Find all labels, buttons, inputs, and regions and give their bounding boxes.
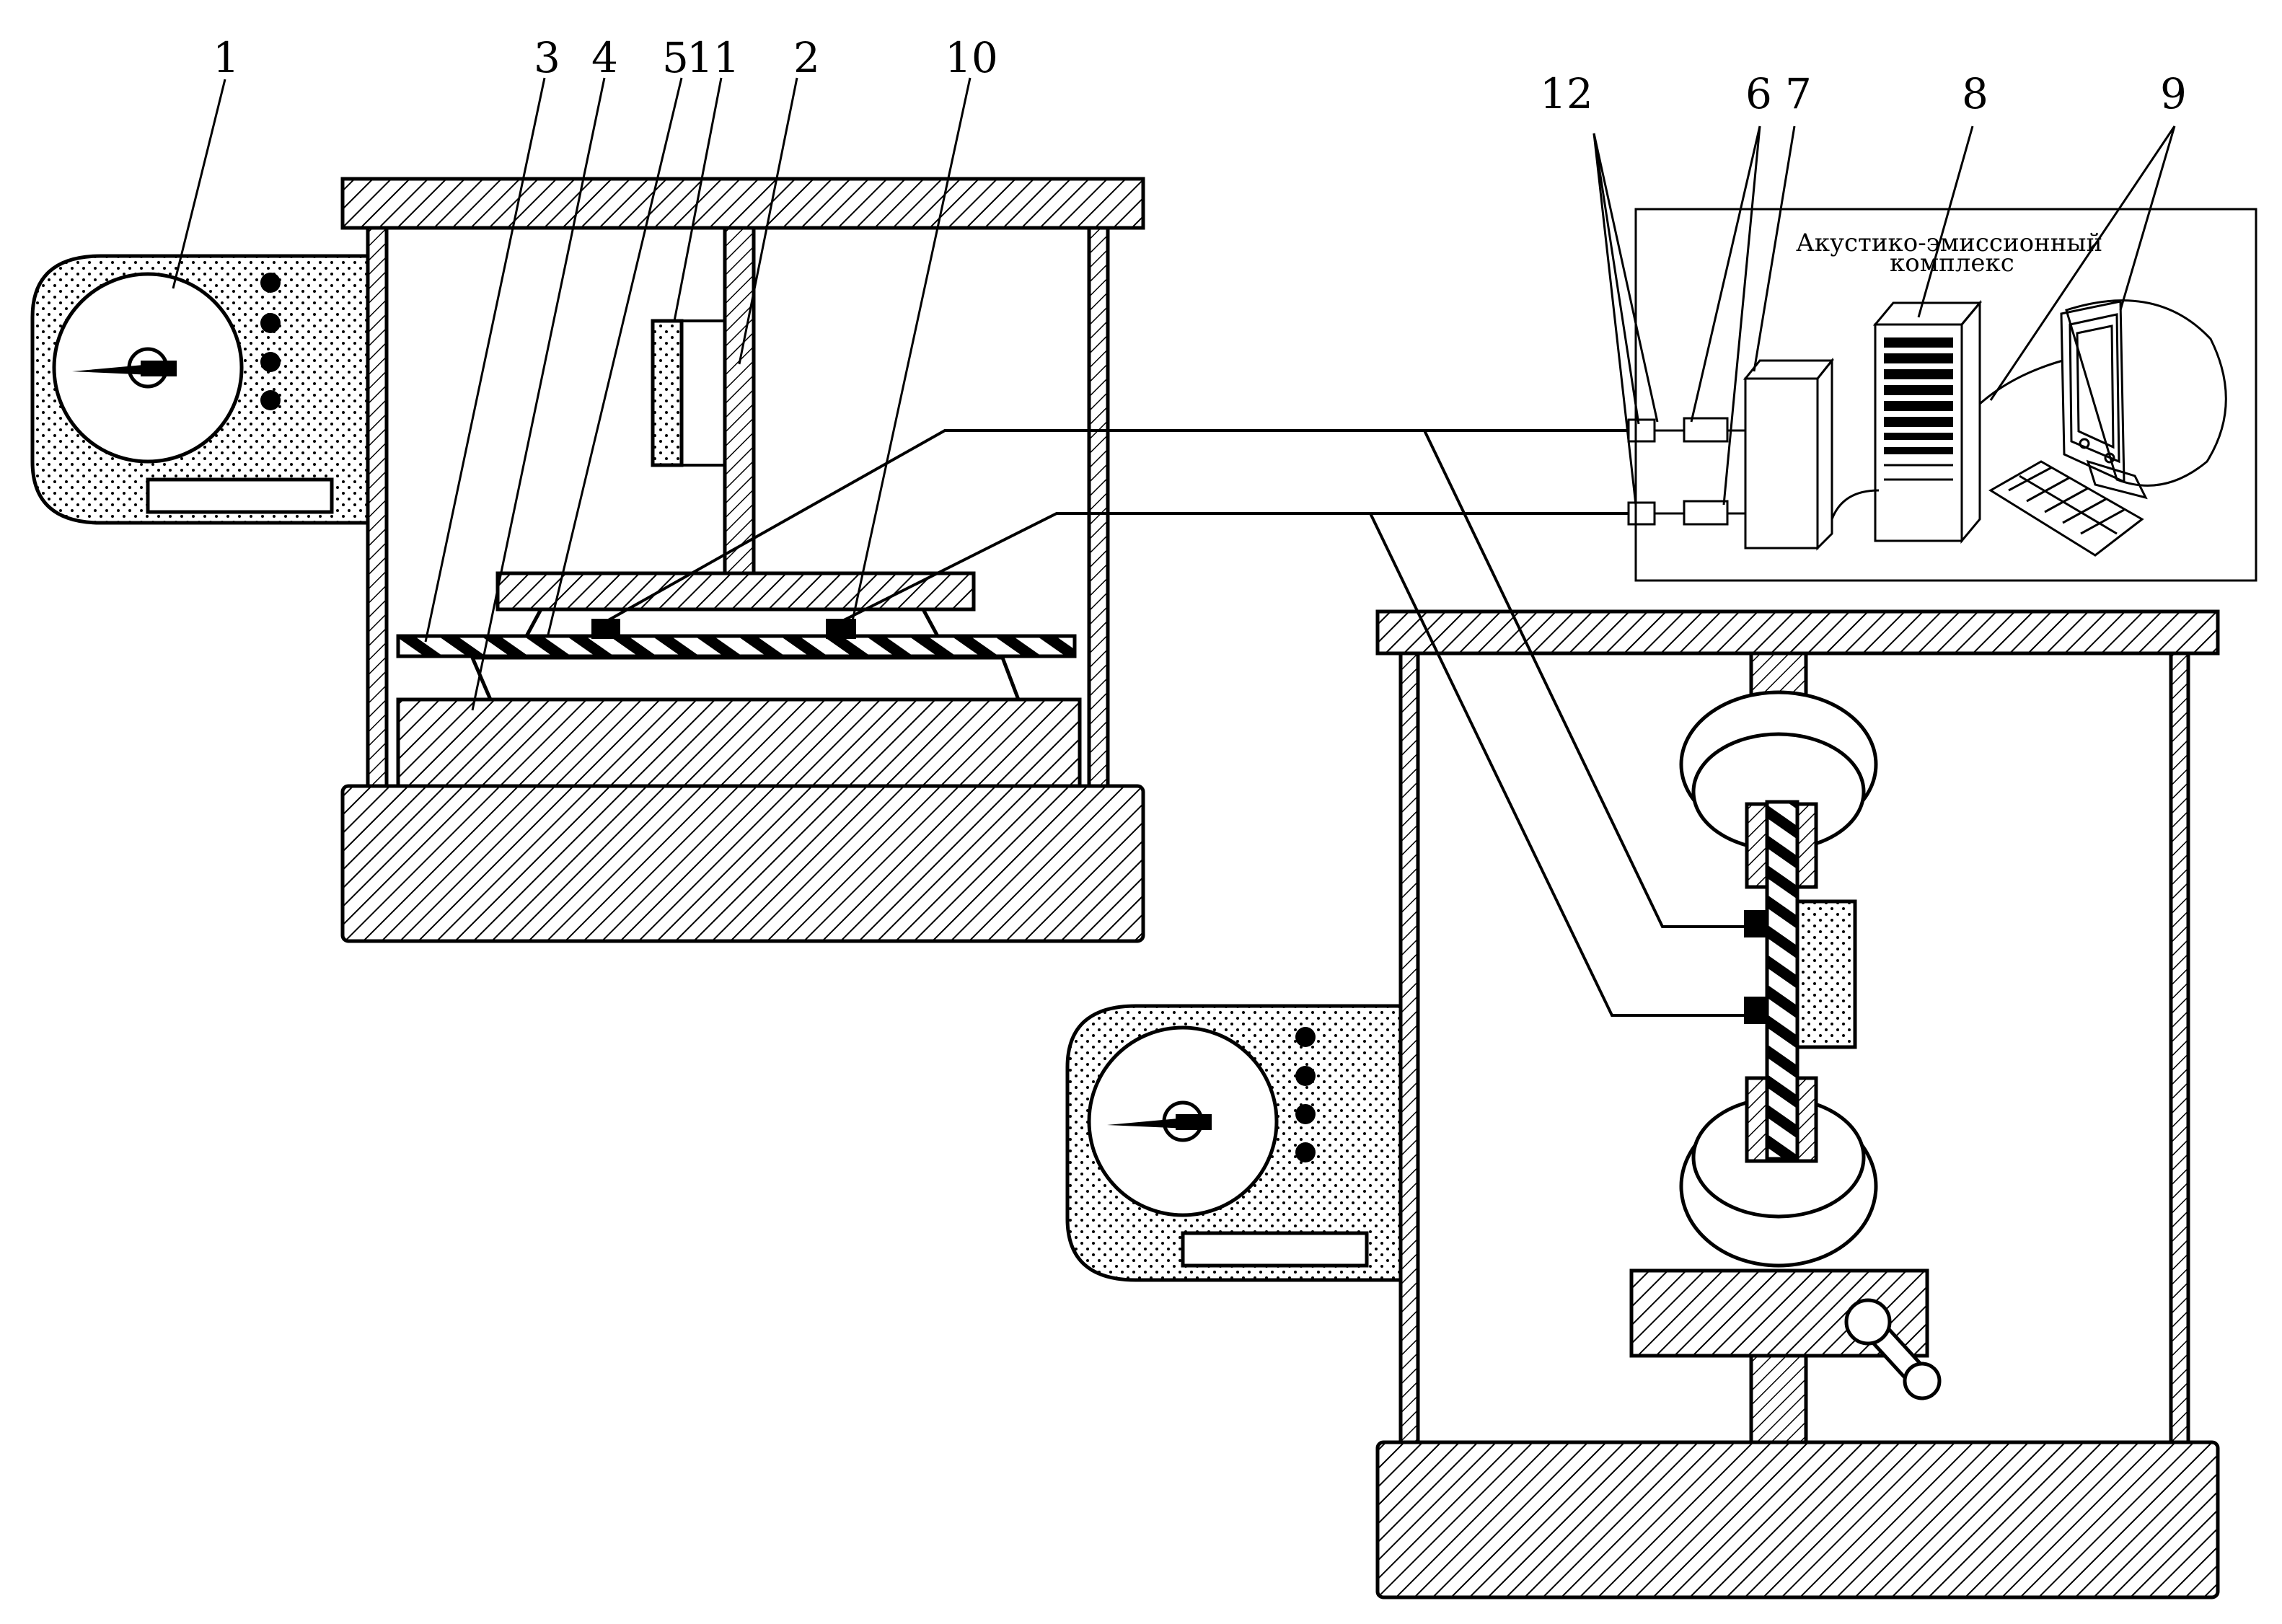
indicator-lamp (1295, 1066, 1316, 1086)
tensile-specimen (1765, 800, 1799, 1161)
indicator-lamp (260, 390, 281, 410)
left-control-panel (30, 254, 370, 525)
die-cavity (470, 656, 1021, 702)
left-column-right (1087, 226, 1110, 793)
part-number-labels: 1 3 4 5 11 2 10 12 6 7 8 9 (213, 33, 2187, 118)
indicator-lamp (1295, 1104, 1316, 1124)
right-control-panel (1065, 1004, 1403, 1282)
cable-sensor-10 (840, 512, 1629, 623)
cable-right-lower (1369, 513, 1744, 1017)
punch-nose (523, 607, 941, 638)
label-11: 11 (687, 33, 740, 82)
acoustic-sensor-5 (591, 619, 620, 639)
right-column-left (1398, 651, 1420, 1449)
ae-module-box-7 (1743, 357, 1835, 551)
right-test-machine (1375, 609, 2220, 1599)
complex-caption-line2: комплекс (1890, 249, 2014, 278)
label-12: 12 (1540, 69, 1593, 118)
acoustic-sensor-10 (826, 619, 856, 639)
specimen-strip-3 (396, 634, 1077, 658)
leader-lines (172, 77, 2176, 711)
complex-frame (1634, 208, 2257, 582)
punch-rod-2 (723, 226, 756, 575)
label-4: 4 (591, 33, 618, 82)
cable-sensor-5 (605, 429, 1629, 623)
left-panel-display (146, 477, 334, 514)
sensor-cables (605, 429, 1744, 1017)
left-column-left (366, 226, 389, 793)
indicator-lamp (1295, 1027, 1316, 1047)
gauge-needle (1107, 1118, 1188, 1129)
preamplifier-icon (1683, 417, 1729, 526)
right-column-right (2169, 651, 2190, 1449)
label-6: 6 (1745, 69, 1772, 118)
cable-right-upper (1423, 430, 1744, 928)
right-base (1375, 1440, 2220, 1599)
right-panel-display (1181, 1231, 1369, 1268)
displacement-sensor-11 (651, 319, 684, 467)
label-10: 10 (945, 33, 998, 82)
acoustic-sensor-lower (1744, 997, 1768, 1024)
left-test-machine (340, 177, 1145, 943)
indicator-lamp (260, 352, 281, 372)
lower-die-block (396, 697, 1082, 788)
label-1: 1 (213, 33, 239, 82)
label-2: 2 (793, 33, 820, 82)
right-top-beam (1375, 609, 2220, 656)
label-3: 3 (534, 33, 560, 82)
label-9: 9 (2160, 69, 2187, 118)
computer-tower-icon (1872, 299, 1983, 544)
label-7: 7 (1785, 69, 1812, 118)
indicator-lamp (260, 273, 281, 293)
indicator-lamp (260, 313, 281, 333)
acoustic-emission-complex: Акустико-эмиссионный комплекс (1627, 208, 2257, 582)
complex-caption-line1: Акустико-эмиссионный (1796, 229, 2102, 257)
lower-screw (1749, 1354, 1808, 1444)
acoustic-sensor-upper (1744, 910, 1768, 937)
gauge-needle (72, 364, 153, 375)
extensometer (1795, 899, 1857, 1049)
crank-handle-icon (1844, 1298, 1942, 1400)
label-5: 5 (662, 33, 689, 82)
label-8: 8 (1962, 69, 1988, 118)
indicator-lamp (1295, 1142, 1316, 1162)
upper-stem (1749, 651, 1808, 697)
keyboard-icon (1988, 460, 2144, 557)
left-top-beam (340, 177, 1145, 230)
left-base (340, 784, 1145, 943)
crt-monitor-icon (2060, 299, 2227, 500)
